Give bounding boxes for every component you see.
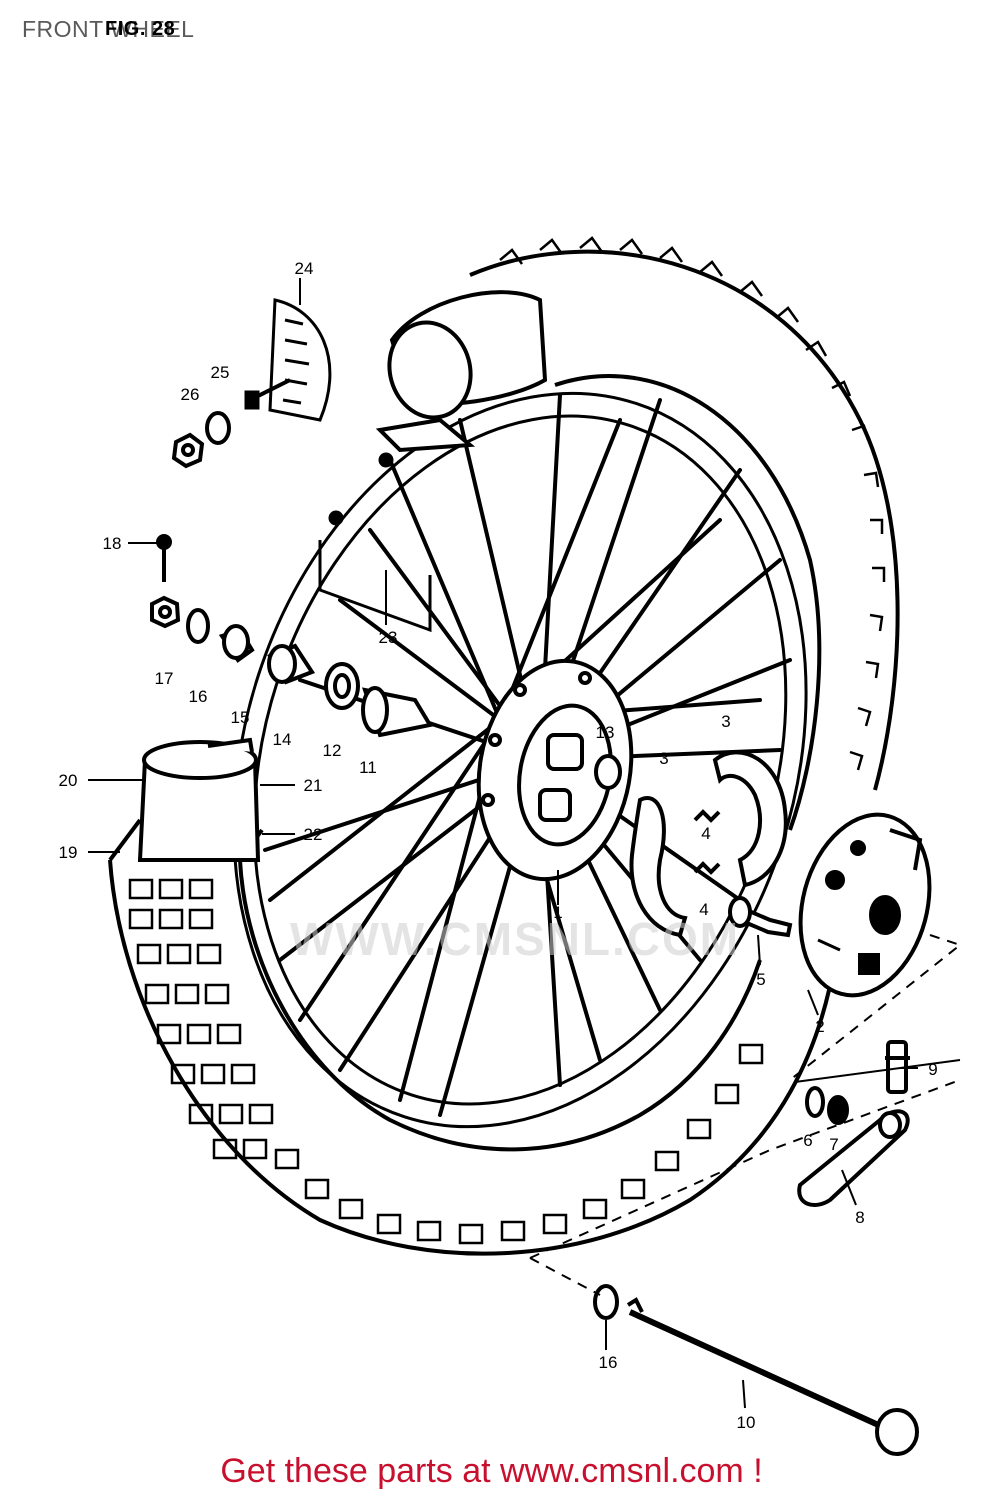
part-label-25: 25	[211, 363, 230, 382]
part-label-8: 8	[855, 1208, 864, 1227]
part-label-2: 2	[815, 1017, 824, 1036]
part-label-26: 26	[181, 385, 200, 404]
part-labels: 1 2 3 3 4 4 5 6 7 8 9 10 11 12 13 14 15 …	[59, 259, 938, 1432]
footer-parts-link[interactable]: Get these parts at www.cmsnl.com !	[220, 1452, 763, 1490]
watermark: WWW.CMSNL.COM	[290, 913, 741, 965]
part-label-11: 11	[359, 758, 377, 777]
tire-tread	[128, 236, 886, 1245]
right-side-parts	[594, 750, 932, 998]
part-label-4a: 4	[701, 824, 710, 843]
part-label-13: 13	[596, 723, 615, 742]
part-label-9: 9	[928, 1060, 937, 1079]
part-label-22: 22	[304, 825, 323, 844]
figure-number: FIG. 28	[105, 18, 176, 40]
part-label-19: 19	[59, 843, 78, 862]
part-label-16b: 16	[599, 1353, 618, 1372]
spoke-nipples	[318, 452, 432, 633]
left-axle-parts	[150, 595, 434, 738]
front-axle	[593, 1284, 919, 1456]
part-label-10: 10	[737, 1413, 756, 1432]
part-label-3a: 3	[721, 712, 730, 731]
part-label-5: 5	[756, 970, 765, 989]
part-label-18: 18	[103, 534, 122, 553]
alignment-lines	[529, 934, 963, 1296]
speedometer-gear	[244, 298, 332, 422]
inner-tube	[375, 290, 548, 453]
part-label-7: 7	[829, 1135, 838, 1154]
page-title: FRONT WHEEL	[22, 16, 195, 42]
part-label-20: 20	[59, 771, 78, 790]
part-label-3b: 3	[659, 749, 668, 768]
leader-lines	[88, 278, 918, 1409]
part-label-16a: 16	[189, 687, 208, 706]
part-label-4b: 4	[699, 900, 708, 919]
part-label-6: 6	[803, 1131, 812, 1150]
part-label-21: 21	[304, 776, 323, 795]
tube-valve-section	[137, 737, 261, 862]
washer-and-nut	[171, 411, 231, 469]
part-label-17: 17	[155, 669, 174, 688]
part-label-14: 14	[273, 730, 292, 749]
part-label-24: 24	[295, 259, 314, 278]
torque-link	[794, 1040, 961, 1207]
part-label-1: 1	[553, 903, 562, 922]
part-label-23: 23	[379, 628, 398, 647]
part-label-12: 12	[323, 741, 342, 760]
part-label-15: 15	[231, 708, 250, 727]
